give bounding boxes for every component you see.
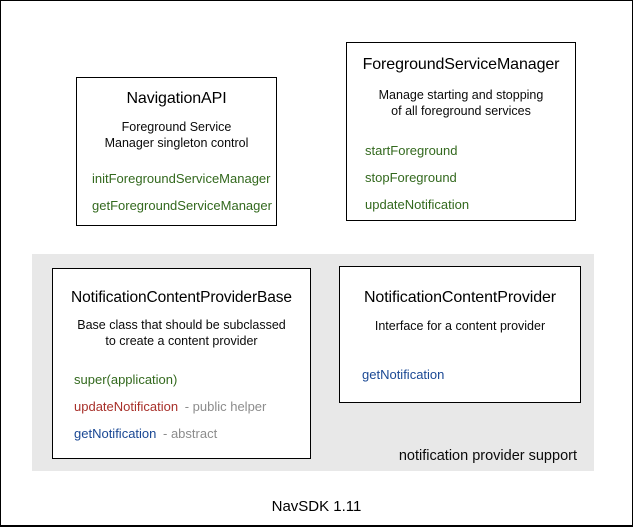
group-label: notification provider support [398,448,577,464]
box-description-line: Manage starting and stopping [378,88,544,102]
method-name: getNotification [362,366,445,382]
method-row: updateNotification [365,196,575,214]
method-name: stopForeground [365,170,457,185]
method-list: initForegroundServiceManager getForegrou… [77,170,276,215]
method-name: initForegroundServiceManager [92,171,271,186]
method-name: updateNotification [74,399,179,414]
box-title: NotificationContentProviderBase [71,289,292,306]
box-description: Base class that should be subclassed to … [53,318,310,349]
box-description-line: to create a content provider [105,333,258,348]
box-title: NotificationContentProvider [363,289,557,306]
method-annotation: - abstract [163,426,218,441]
method-list: startForeground stopForeground updateNot… [347,142,575,214]
method-list: super(application) updateNotification - … [53,371,310,443]
method-name: getForegroundServiceManager [92,198,272,213]
box-title: ForegroundServiceManager [362,56,560,73]
method-name: updateNotification [365,197,470,212]
method-row: getNotification [362,366,580,384]
box-title: NavigationAPI [126,90,227,107]
method-row: updateNotification - public helper [74,398,310,416]
box-description: Manage starting and stopping of all fore… [347,88,575,119]
method-name: startForeground [365,143,458,158]
method-row: super(application) [74,371,310,389]
box-description-line: of all foreground services [391,103,531,118]
class-box-navigation-api: NavigationAPI Foreground Service Manager… [76,77,277,226]
class-box-notification-content-provider: NotificationContentProvider Interface fo… [339,266,581,403]
method-row: getForegroundServiceManager [92,197,276,215]
method-annotation: - public helper [184,399,267,414]
method-name: super(application) [74,372,178,387]
method-row: stopForeground [365,169,575,187]
class-box-notification-content-provider-base: NotificationContentProviderBase Base cla… [52,268,311,459]
box-description-line: Base class that should be subclassed [77,318,286,332]
method-row: initForegroundServiceManager [92,170,276,188]
method-name: getNotification [74,426,157,441]
method-row: getNotification - abstract [74,425,310,443]
diagram-version-label: NavSDK 1.11 [271,498,362,515]
box-description-line: Interface for a content provider [374,319,546,333]
box-description-line: Manager singleton control [104,135,249,150]
box-description-line: Foreground Service [121,120,232,134]
method-row: startForeground [365,142,575,160]
class-box-foreground-service-manager: ForegroundServiceManager Manage starting… [346,42,576,221]
method-list: getNotification [340,366,580,384]
box-description: Foreground Service Manager singleton con… [77,120,276,151]
box-description: Interface for a content provider [340,319,580,335]
